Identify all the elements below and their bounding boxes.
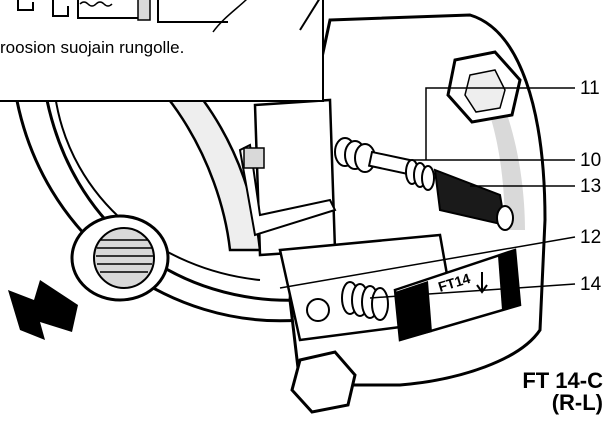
leader-11 (425, 87, 575, 160)
lower-valve-spring (341, 281, 389, 321)
float-lever-bracket (238, 143, 337, 237)
bottom-bolt (290, 350, 357, 414)
threaded-port-inner (93, 227, 155, 289)
callout-12: 12 (580, 227, 602, 248)
callout-13: 13 (580, 176, 602, 197)
lower-screw (306, 298, 330, 322)
inset-detail-box: roosion suojain rungolle. (0, 0, 324, 102)
leader-12 (279, 236, 576, 289)
air-vent-spring (334, 137, 376, 173)
callout-11: 11 (580, 78, 600, 99)
inset-detail-drawing (17, 0, 247, 33)
nameplate-dark-band-right (498, 250, 520, 310)
small-clip (243, 147, 265, 169)
leader-lines (279, 87, 576, 299)
callout-10: 10 (580, 150, 602, 171)
leader-14 (369, 283, 576, 299)
cover-shading (470, 60, 525, 230)
top-bolt-face (464, 69, 506, 113)
model-title-line1: FT 14-C (522, 368, 603, 393)
callout-14: 14 (580, 274, 602, 295)
nameplate-arrow-icon (476, 272, 488, 294)
port-threads (96, 239, 153, 273)
inset-caption: roosion suojain rungolle. (0, 38, 185, 57)
vent-seat-tip (496, 205, 514, 231)
flow-direction-arrow-icon (8, 280, 78, 340)
model-title: FT 14-C (R-L) (522, 370, 603, 414)
model-title-line2: (R-L) (551, 390, 603, 415)
